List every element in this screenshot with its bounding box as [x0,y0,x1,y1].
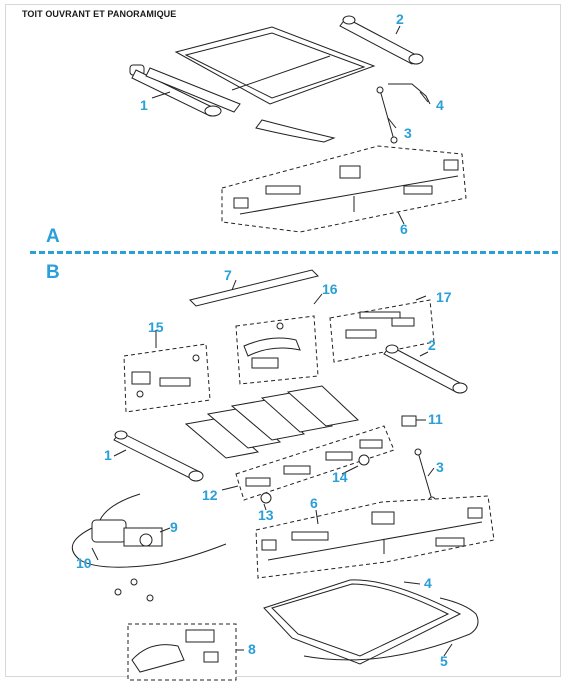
gas-strut-b [414,448,436,504]
glass-panel-a [174,26,376,105]
part-14 [358,454,370,466]
diagram-frame [5,4,561,677]
page-title: TOIT OUVRANT ET PANORAMIQUE [22,9,177,19]
frame-rail-a [255,119,336,143]
callout-a-4: 4 [436,97,444,113]
callout-b-5: 5 [440,653,448,669]
bar-b [189,269,319,307]
callout-b-10: 10 [76,555,92,571]
callout-b-12: 12 [202,487,218,503]
section-b-label: B [46,262,60,283]
parts-17 [345,311,415,339]
parts-16 [243,322,301,369]
callout-b-2: 2 [428,337,436,353]
callout-b-13: 13 [258,507,274,523]
callout-a-6: 6 [400,221,408,237]
gas-strut-a [376,86,398,144]
callout-a-1: 1 [140,97,148,113]
callout-b-9: 9 [170,519,178,535]
callout-b-11: 11 [428,411,443,427]
roller-blind-a2 [339,15,424,65]
mechanism-parts-b [261,507,483,561]
callout-b-16: 16 [322,281,338,297]
callout-b-4: 4 [424,575,432,591]
callout-a-3: 3 [404,125,412,141]
callout-b-7: 7 [224,267,232,283]
frame-b [263,579,462,665]
parts-15 [131,354,200,398]
callout-b-3: 3 [436,459,444,475]
mechanism-parts-a [233,159,459,215]
part-11 [401,415,417,427]
parts-8 [131,629,219,673]
roller-blind-b1 [113,430,204,482]
section-divider [30,251,558,254]
seal-a [388,83,431,105]
callout-b-8: 8 [248,641,256,657]
motor-b [71,493,227,602]
roller-blind-a [129,64,241,117]
callout-a-2: 2 [396,11,404,27]
callout-b-1: 1 [104,447,112,463]
parts-12 [245,439,383,487]
part-13 [260,492,272,504]
slats-b [184,385,360,459]
callout-b-17: 17 [436,289,452,305]
callout-b-14: 14 [332,469,348,485]
seal-b [303,597,479,661]
callout-b-15: 15 [148,319,164,335]
roller-blind-b2 [383,344,468,394]
section-a-label: A [46,226,60,247]
callout-b-6: 6 [310,495,318,511]
